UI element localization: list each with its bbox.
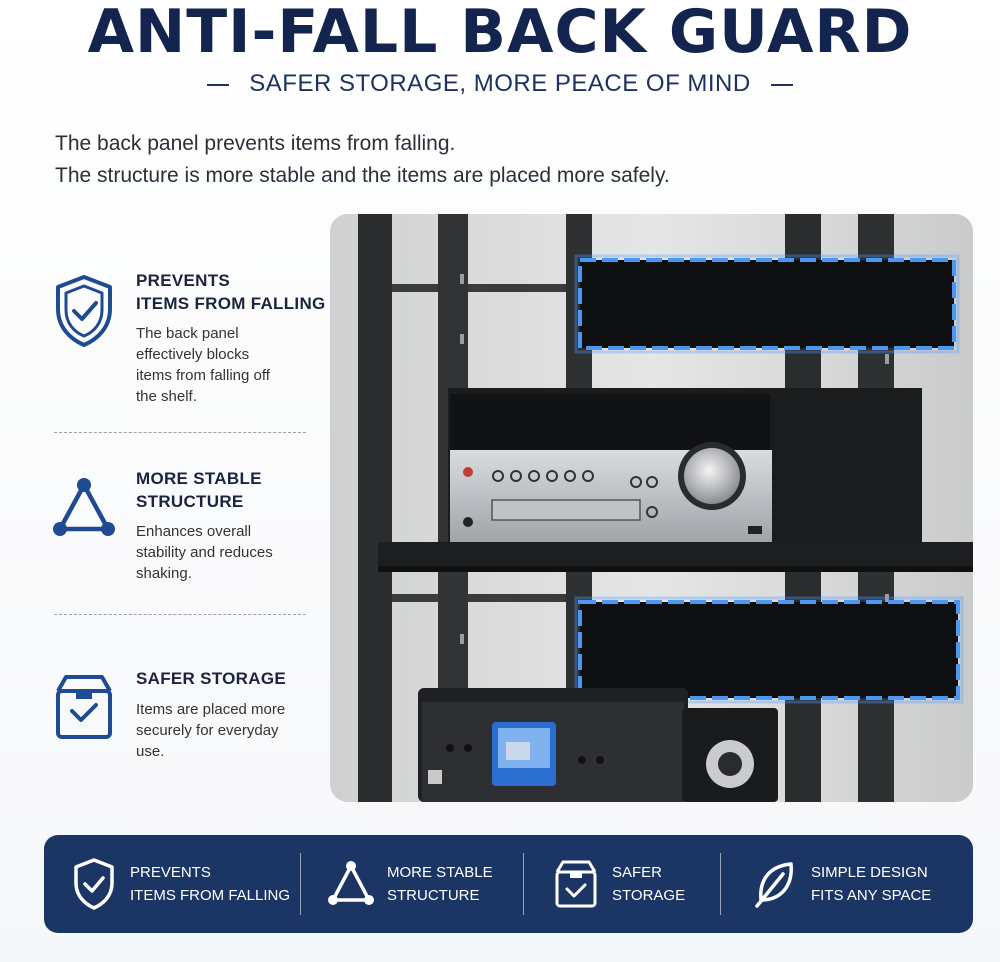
- bottom-item-prevents-falling: PREVENTS ITEMS FROM FALLING: [44, 835, 300, 933]
- product-photo: [330, 214, 973, 802]
- intro-line-1: The back panel prevents items from falli…: [55, 132, 456, 155]
- feature-title: MORE STABLE STRUCTURE: [136, 467, 336, 513]
- subtitle-dash-left: [207, 83, 230, 86]
- bottom-separator: [523, 853, 524, 915]
- bottom-item-line: PREVENTS: [130, 864, 211, 881]
- bottom-item-simple-design: SIMPLE DESIGN FITS ANY SPACE: [721, 835, 971, 933]
- page-title: ANTI-FALL BACK GUARD: [87, 0, 913, 67]
- feature-title-line: SAFER STORAGE: [136, 669, 286, 688]
- bottom-item-line: FITS ANY SPACE: [811, 887, 932, 904]
- feature-list: PREVENTS ITEMS FROM FALLING The back pan…: [48, 255, 325, 795]
- feature-divider: [54, 432, 306, 433]
- bottom-item-line: STRUCTURE: [387, 887, 480, 904]
- bottom-item-safer-storage: SAFER STORAGE: [524, 835, 720, 933]
- intro-text: The back panel prevents items from falli…: [55, 128, 670, 192]
- feature-prevents-falling: PREVENTS ITEMS FROM FALLING The back pan…: [48, 255, 325, 435]
- triangle-structure-icon: [53, 478, 115, 536]
- feature-safer-storage: SAFER STORAGE Items are placed more secu…: [48, 653, 310, 833]
- bottom-item-line: SIMPLE DESIGN: [811, 864, 928, 881]
- shield-check-icon: [56, 275, 112, 347]
- feature-title-line: MORE STABLE: [136, 469, 262, 488]
- bottom-feature-bar: PREVENTS ITEMS FROM FALLING MORE STABLE …: [44, 835, 973, 933]
- feature-description: Enhances overall stability and reduces s…: [136, 523, 273, 582]
- bottom-item-line: STORAGE: [612, 887, 686, 904]
- leaf-icon: [755, 862, 793, 908]
- subtitle-dash-right: [770, 83, 793, 86]
- triangle-structure-icon: [328, 861, 374, 905]
- feature-title-line: ITEMS FROM FALLING: [136, 294, 326, 313]
- feature-title: PREVENTS ITEMS FROM FALLING: [136, 269, 336, 315]
- bottom-item-line: MORE STABLE: [387, 864, 493, 881]
- feature-title-line: STRUCTURE: [136, 492, 244, 511]
- bottom-item-label: SAFER STORAGE: [612, 861, 685, 907]
- bottom-item-label: MORE STABLE STRUCTURE: [387, 861, 493, 907]
- feature-description: Items are placed more securely for every…: [136, 701, 286, 760]
- feature-title-line: PREVENTS: [136, 271, 231, 290]
- storage-box-icon: [555, 860, 597, 908]
- bottom-item-label: SIMPLE DESIGN FITS ANY SPACE: [811, 861, 931, 907]
- bottom-item-label: PREVENTS ITEMS FROM FALLING: [130, 861, 290, 907]
- feature-title: SAFER STORAGE: [136, 667, 336, 690]
- subtitle-text: SAFER STORAGE, MORE PEACE OF MIND: [249, 70, 751, 97]
- bottom-separator: [720, 853, 721, 915]
- feature-description: The back panel effectively blocks items …: [136, 325, 270, 405]
- storage-box-icon: [56, 675, 112, 739]
- bottom-item-line: ITEMS FROM FALLING: [130, 887, 291, 904]
- feature-divider: [54, 614, 306, 615]
- feature-stable-structure: MORE STABLE STRUCTURE Enhances overall s…: [48, 453, 310, 633]
- bottom-separator: [300, 853, 301, 915]
- intro-line-2: The structure is more stable and the ite…: [55, 164, 670, 187]
- bottom-item-stable-structure: MORE STABLE STRUCTURE: [301, 835, 523, 933]
- shelf-illustration: [330, 214, 973, 802]
- shield-check-icon: [74, 858, 114, 910]
- page-subtitle: SAFER STORAGE, MORE PEACE OF MIND: [0, 70, 1000, 98]
- bottom-item-line: SAFER: [612, 864, 663, 881]
